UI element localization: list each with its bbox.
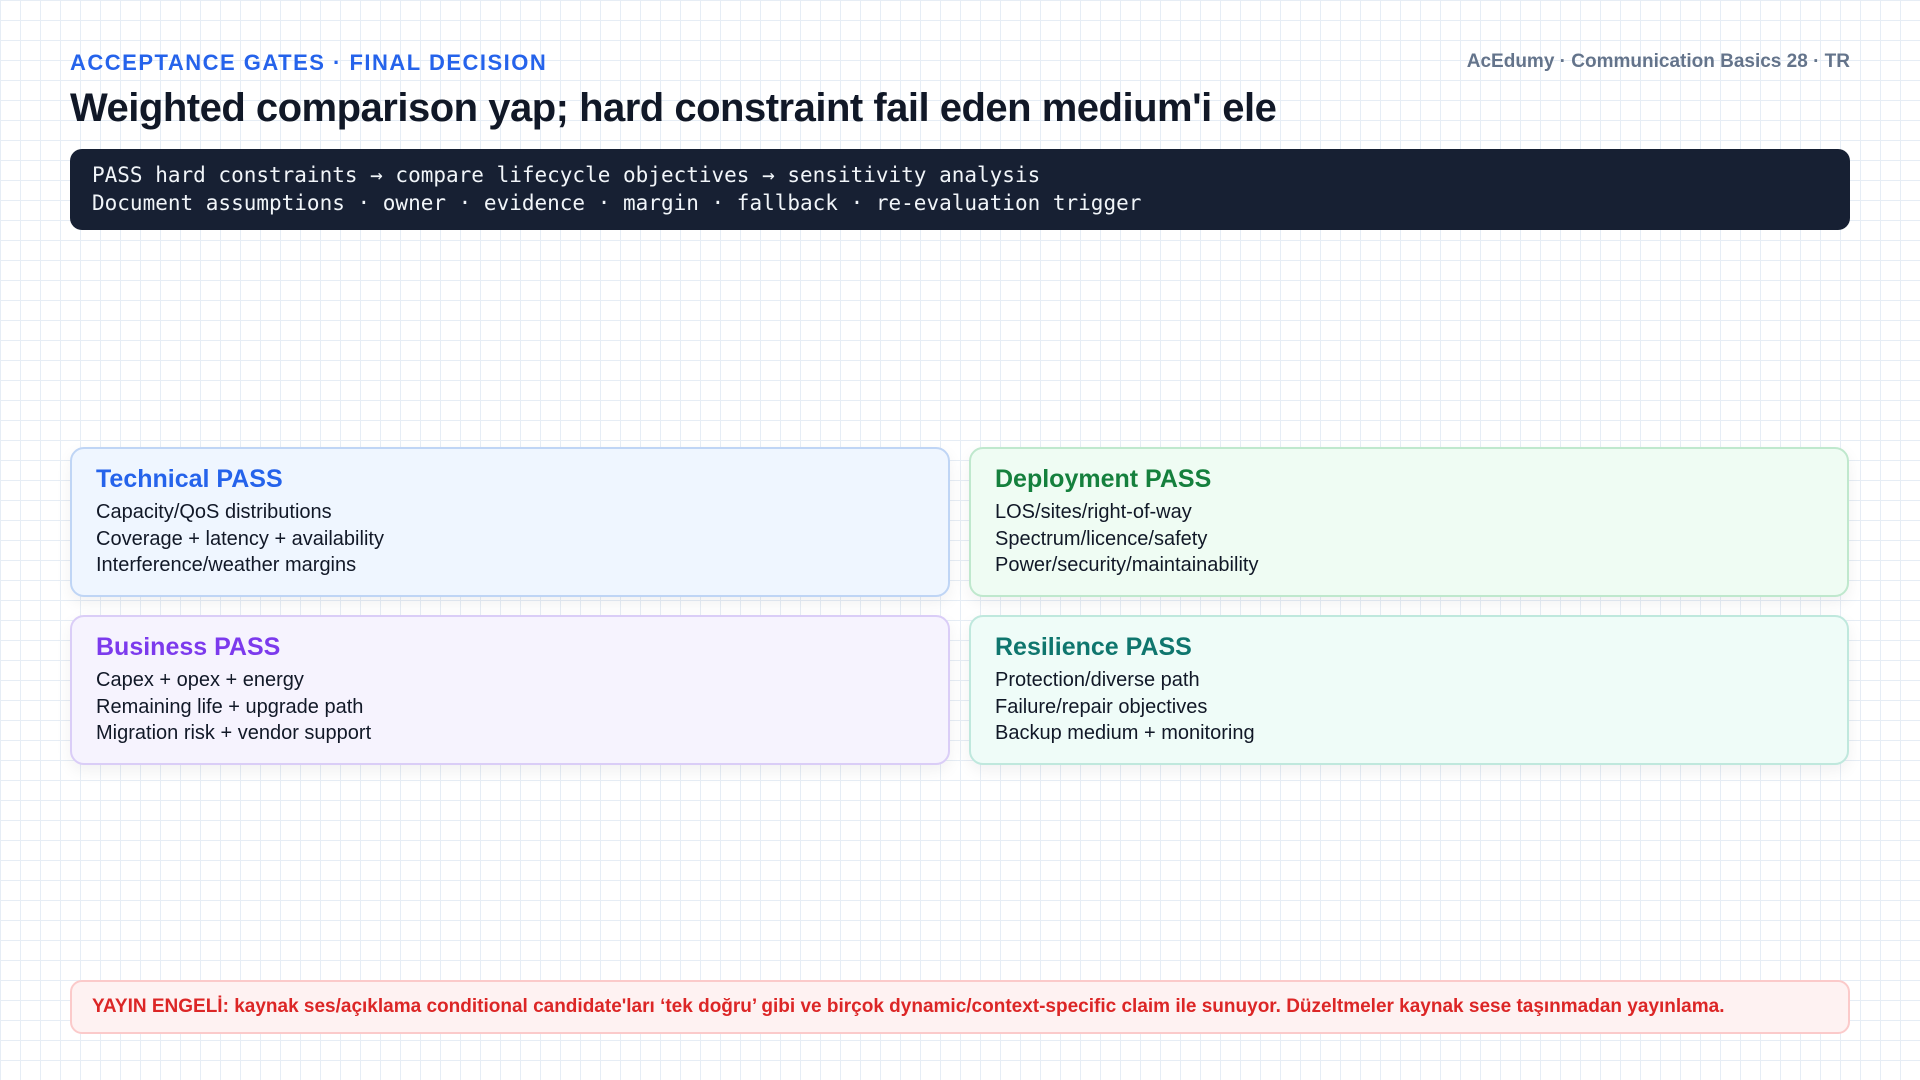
- card-line: Capex + opex + energy: [96, 669, 304, 691]
- card-line: Failure/repair objectives: [995, 695, 1208, 718]
- card-business: Business PASS Capex + opex + energy Rema…: [70, 615, 950, 765]
- card-title: Technical PASS: [96, 465, 283, 493]
- card-line: Protection/diverse path: [995, 669, 1200, 691]
- card-line: Capacity/QoS distributions: [96, 501, 332, 523]
- card-line: LOS/sites/right-of-way: [995, 501, 1192, 523]
- code-bar: PASS hard constraints → compare lifecycl…: [70, 149, 1850, 230]
- card-line: Coverage + latency + availability: [96, 527, 384, 550]
- code-line-1: PASS hard constraints → compare lifecycl…: [92, 163, 1041, 187]
- kicker-label: ACCEPTANCE GATES · FINAL DECISION: [70, 50, 548, 75]
- card-line: Interference/weather margins: [96, 554, 357, 576]
- card-line: Power/security/maintainability: [995, 554, 1259, 576]
- card-title: Business PASS: [96, 633, 281, 661]
- card-technical: Technical PASS Capacity/QoS distribution…: [70, 447, 950, 597]
- card-line: Remaining life + upgrade path: [96, 695, 364, 718]
- page-title: Weighted comparison yap; hard constraint…: [70, 86, 1277, 130]
- card-line: Backup medium + monitoring: [995, 722, 1255, 744]
- banner-text: YAYIN ENGELİ: kaynak ses/açıklama condit…: [92, 996, 1725, 1017]
- code-line-2: Document assumptions · owner · evidence …: [92, 191, 1142, 215]
- publish-block-banner: YAYIN ENGELİ: kaynak ses/açıklama condit…: [70, 980, 1850, 1034]
- card-title: Resilience PASS: [995, 633, 1192, 661]
- card-line: Migration risk + vendor support: [96, 722, 372, 744]
- brand-label: AcEdumy · Communication Basics 28 · TR: [1466, 51, 1850, 72]
- card-deployment: Deployment PASS LOS/sites/right-of-way S…: [969, 447, 1849, 597]
- card-resilience: Resilience PASS Protection/diverse path …: [969, 615, 1849, 765]
- card-title: Deployment PASS: [995, 465, 1212, 493]
- card-line: Spectrum/licence/safety: [995, 527, 1208, 550]
